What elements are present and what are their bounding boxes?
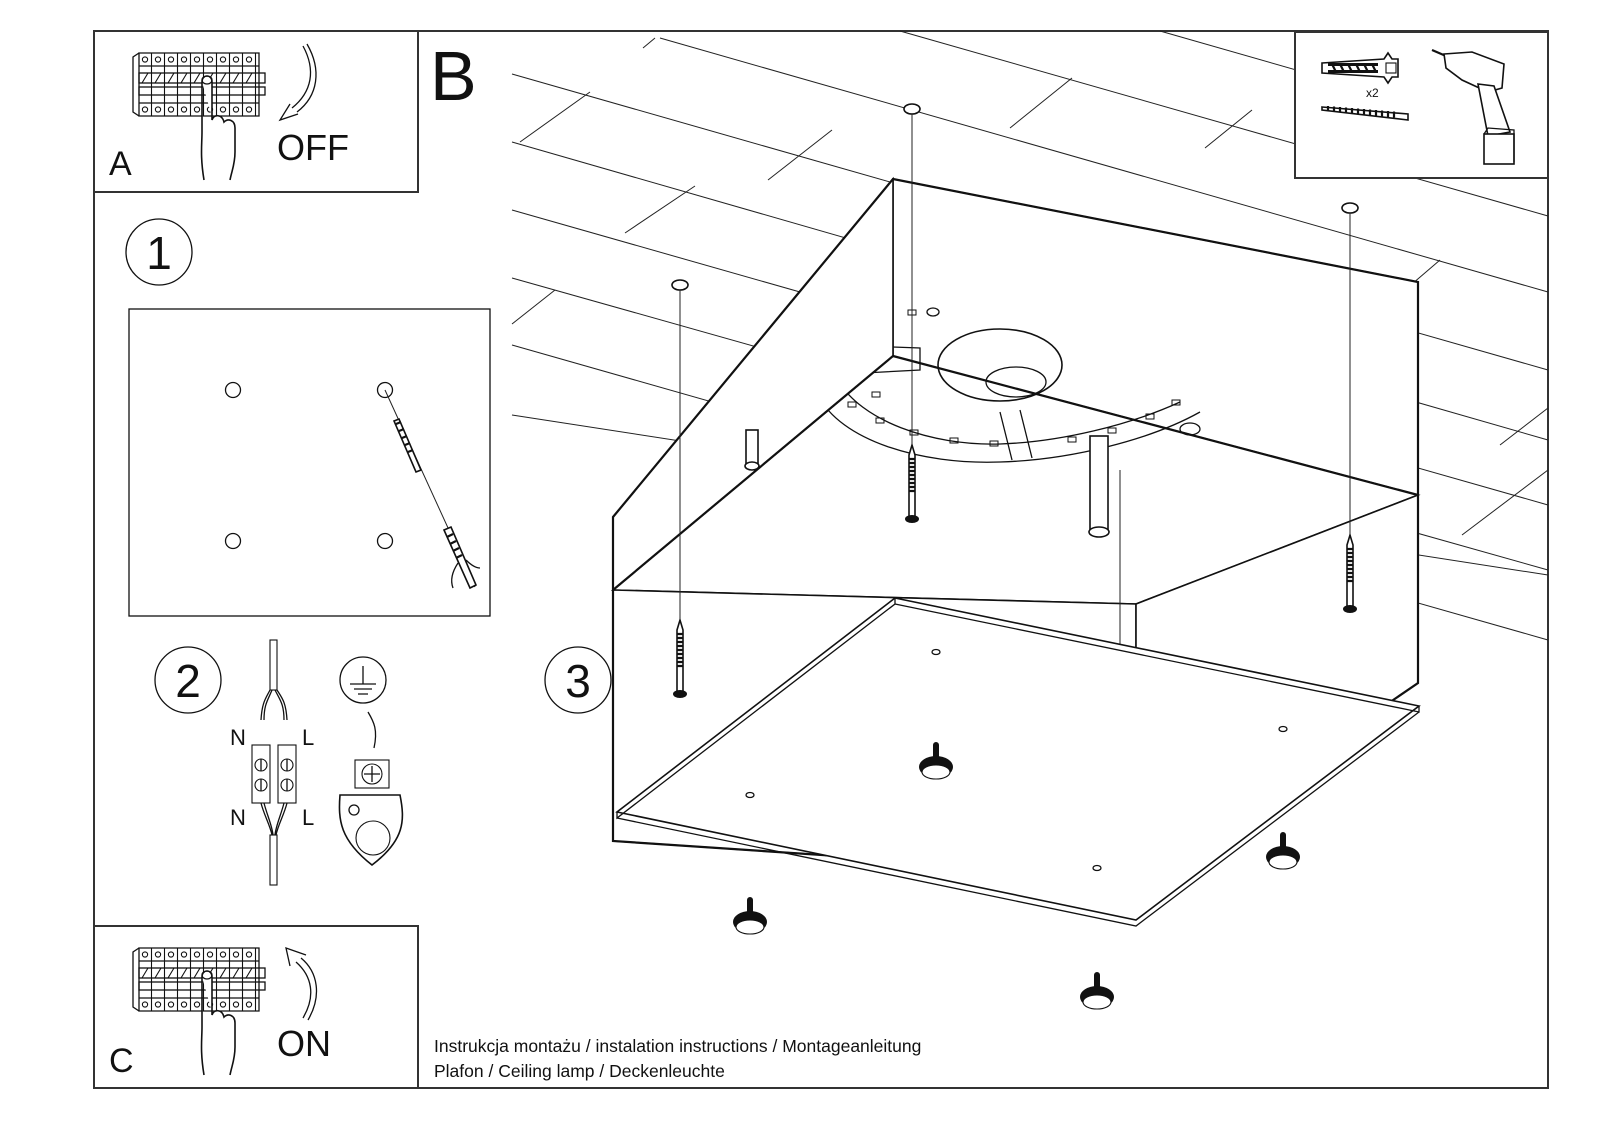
panel-b-letter: B [430,37,477,115]
ceiling-hole [671,279,689,291]
thumb-screw-icon [1266,832,1300,870]
terminal-block-icon [251,639,297,886]
earth-ground-icon [339,656,387,704]
hand-icon [200,970,236,1076]
ceiling-hole [903,103,921,115]
panel-a-box [93,30,419,193]
sheet-frame [93,30,1549,1089]
panel-a-letter: A [109,145,132,183]
step-2-number: 2 [175,655,201,707]
wall-plug-icon [1321,51,1399,85]
step-3-number: 3 [565,655,591,707]
thumb-screw-icon [1080,972,1114,1010]
arrow-up-icon [285,947,318,1021]
ceiling-hole [1341,202,1359,214]
lamp-socket [937,328,1063,402]
ceiling-screws [671,103,1359,698]
screw-icon [673,617,687,698]
step-3-badge [544,646,612,714]
panel-c-letter: C [109,1042,134,1080]
screw-icon [1343,532,1357,613]
thumb-screw-icon [733,897,767,935]
step-2: 2 N L N L [154,639,404,886]
panel-c-power-on: ON C [93,925,419,1089]
power-off-label: OFF [277,127,349,168]
drill-hole [376,532,394,550]
step-1-number: 1 [146,227,172,279]
hand-icon [200,75,236,181]
plate-hole [1092,864,1102,872]
cover-plate [615,597,1421,927]
tools-box: x2 [1294,31,1549,179]
product-title: Plafon / Ceiling lamp / Deckenleuchte [434,1061,725,1081]
wire-label-n-top: N [230,725,246,750]
panel-c-box [93,925,419,1089]
drill-hole [224,381,242,399]
step-1: 1 [125,218,491,617]
wire-label-l-top: L [302,725,314,750]
drill-template [128,308,491,617]
screw-icon [905,442,919,523]
power-on-label: ON [277,1023,331,1064]
ground-terminal-icon [338,711,404,867]
plate-hole [745,791,755,799]
drill-hole [224,532,242,550]
plate-hole [931,648,941,656]
cordless-drill-icon [1431,48,1515,165]
standoff-tube [744,429,760,471]
standoff-tube [1088,435,1110,538]
quantity-label: x2 [1366,86,1379,100]
arrow-down-icon [278,43,317,122]
step-2-badge [154,646,222,714]
instructions-title: Instrukcja montażu / instalation instruc… [434,1036,921,1056]
circuit-breaker-icon [132,52,266,117]
thumb-screw-icon [919,742,953,780]
step-3: 3 [544,646,612,714]
wire-label-l-bottom: L [302,805,314,830]
screw-and-plug-icon [384,389,481,590]
circuit-breaker-icon [132,947,266,1012]
mounting-bracket [817,307,1201,463]
screw-icon [1321,106,1409,121]
panel-a-power-off: OFF A [93,30,419,193]
wire-label-n-bottom: N [230,805,246,830]
thumb-screws [733,742,1300,1010]
step-1-badge [125,218,193,286]
drill-hole [376,381,394,399]
plate-hole [1278,725,1288,733]
